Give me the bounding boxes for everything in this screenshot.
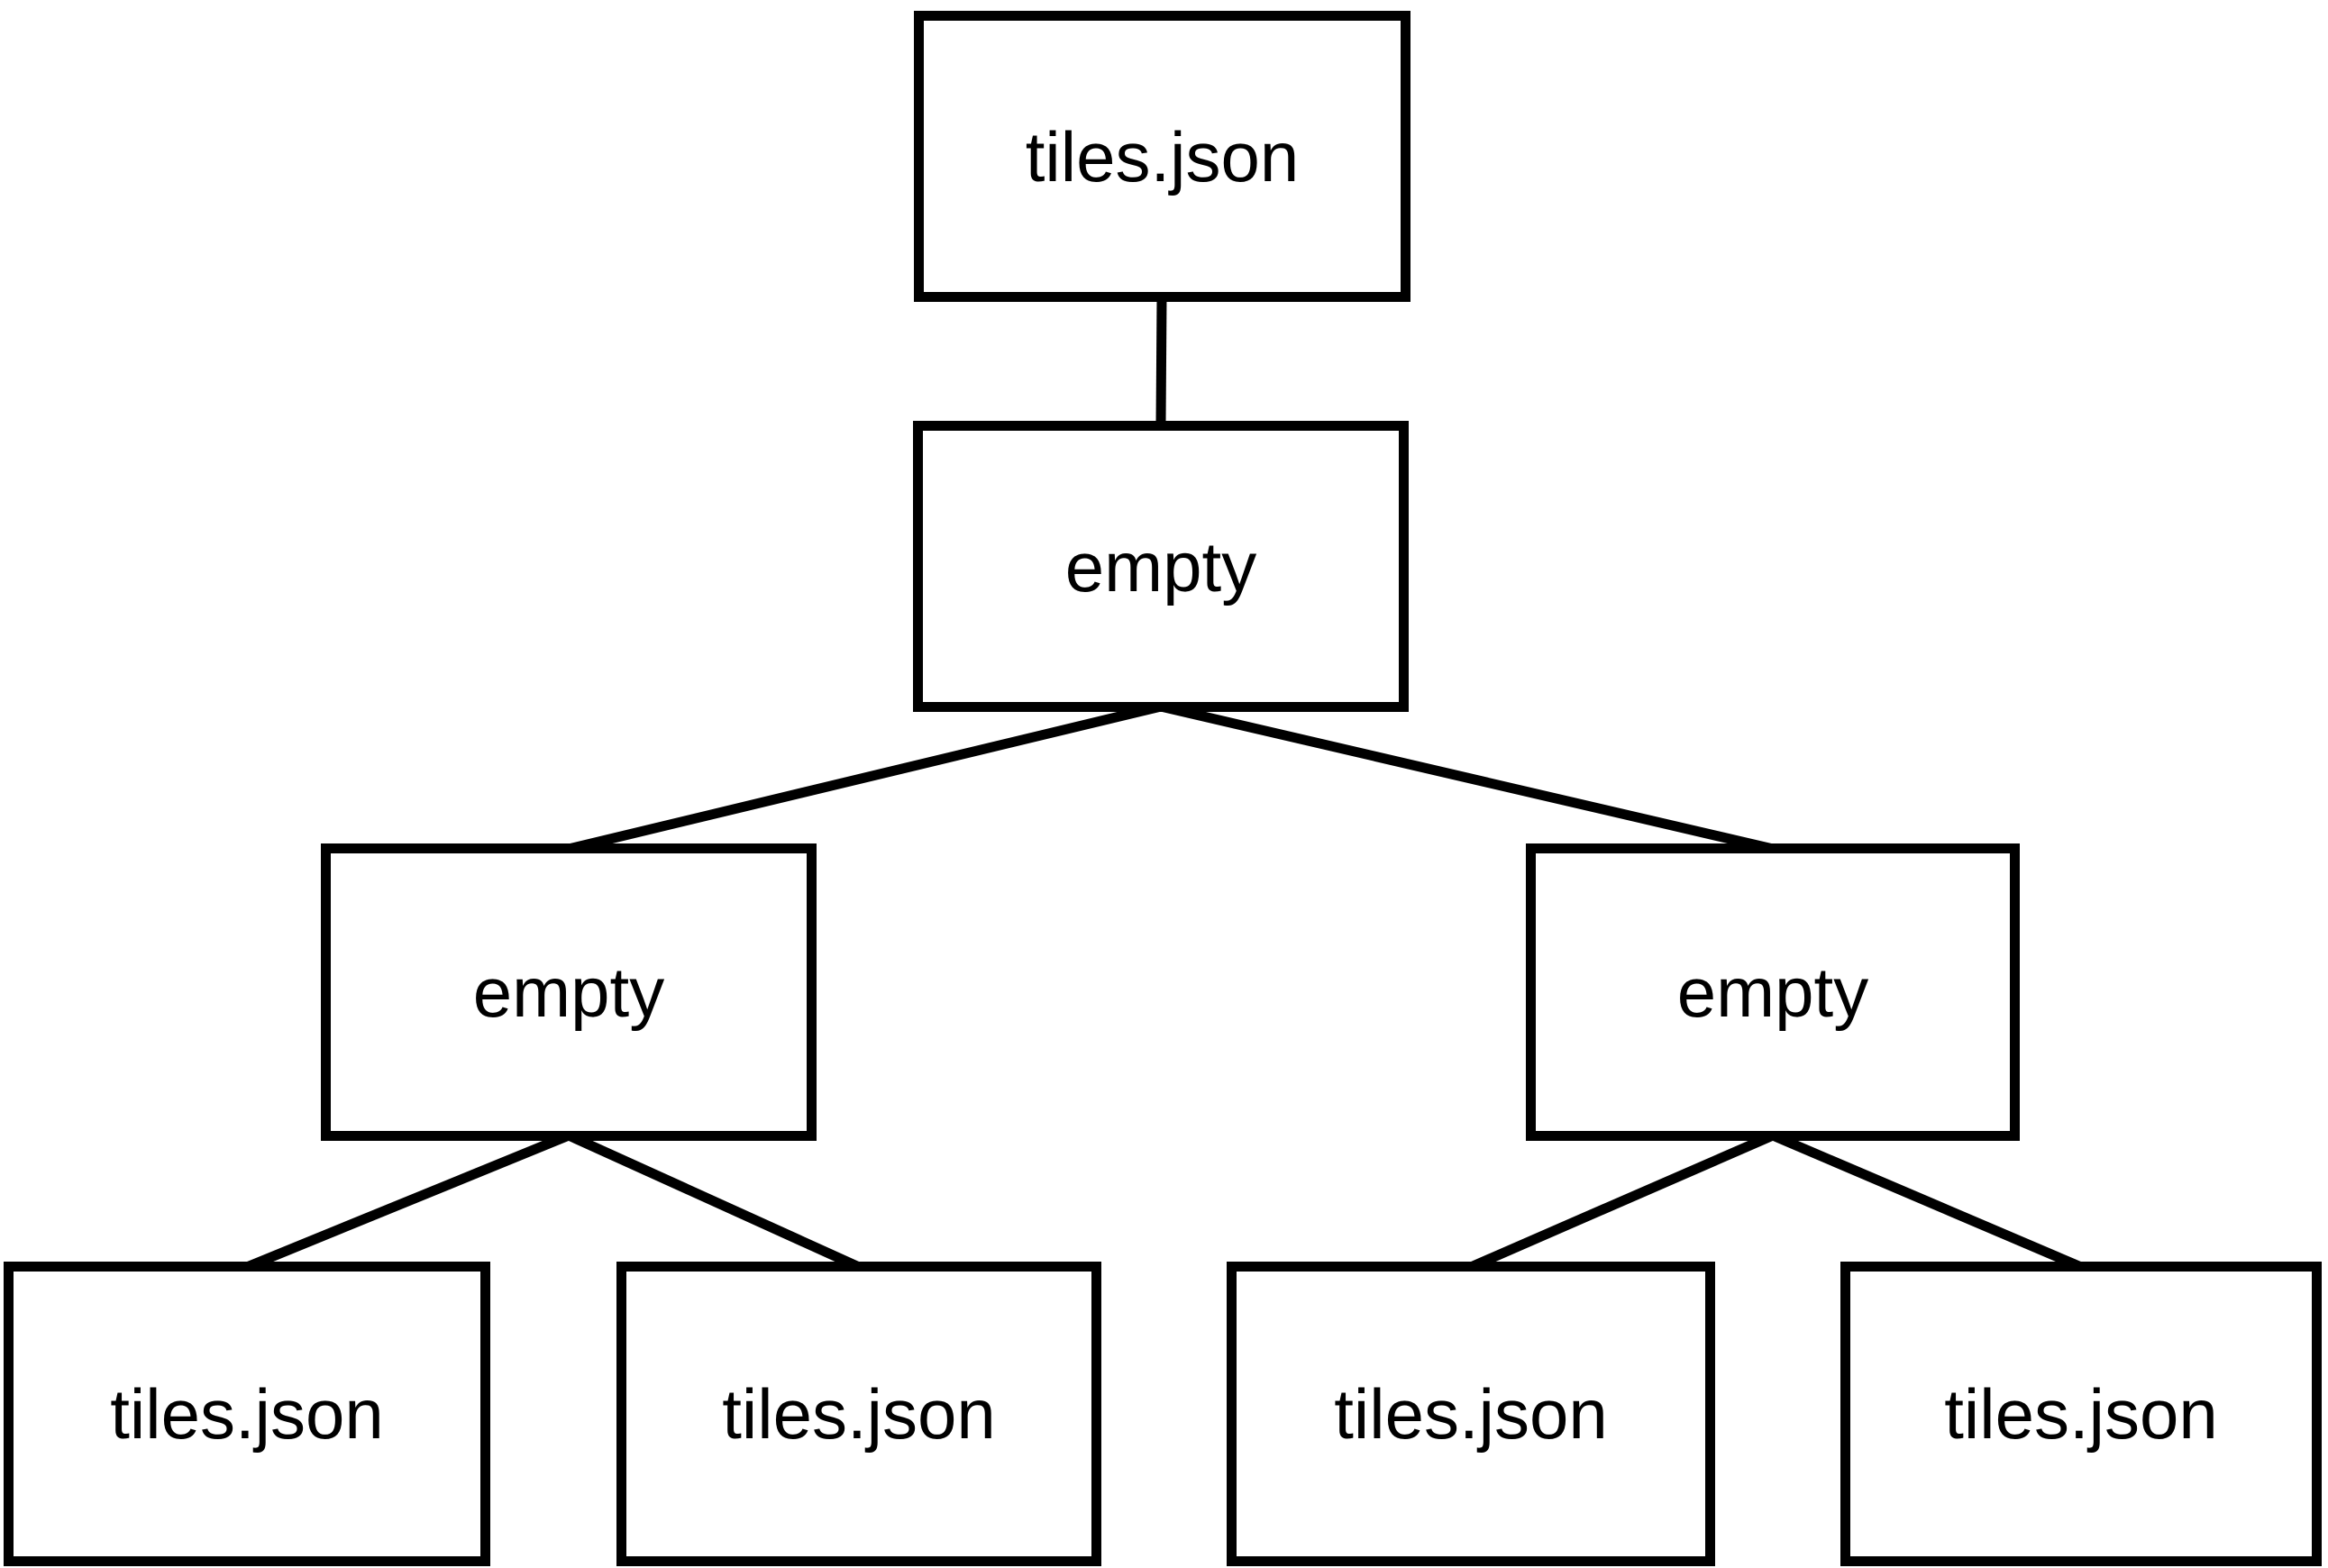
edge-empty-right-to-leaf3 (1468, 1130, 1776, 1272)
node-label: empty (1676, 953, 1869, 1032)
tree-node-leaf-4: tiles.json (1840, 1262, 2322, 1566)
tree-node-empty-mid: empty (913, 421, 1409, 712)
node-label: tiles.json (722, 1374, 996, 1454)
tree-node-leaf-1: tiles.json (4, 1262, 490, 1566)
tree-node-root: tiles.json (914, 11, 1410, 302)
node-label: tiles.json (110, 1374, 384, 1454)
node-label: empty (1064, 526, 1257, 606)
edge-empty-left-to-leaf1 (244, 1130, 571, 1272)
tree-node-empty-left: empty (321, 843, 817, 1141)
tree-node-leaf-3: tiles.json (1227, 1262, 1715, 1566)
edge-root-to-empty-mid (1155, 296, 1167, 426)
node-label: tiles.json (1025, 116, 1300, 196)
tree-node-empty-right: empty (1526, 843, 2020, 1141)
node-label: tiles.json (1944, 1374, 2218, 1454)
edge-empty-right-to-leaf4 (1770, 1130, 2084, 1272)
edge-empty-mid-to-left (567, 701, 1163, 854)
edge-empty-left-to-leaf2 (566, 1130, 862, 1272)
node-label: tiles.json (1334, 1374, 1608, 1454)
tree-node-leaf-2: tiles.json (616, 1262, 1101, 1566)
edge-empty-mid-to-right (1159, 701, 1775, 854)
node-label: empty (472, 953, 665, 1032)
